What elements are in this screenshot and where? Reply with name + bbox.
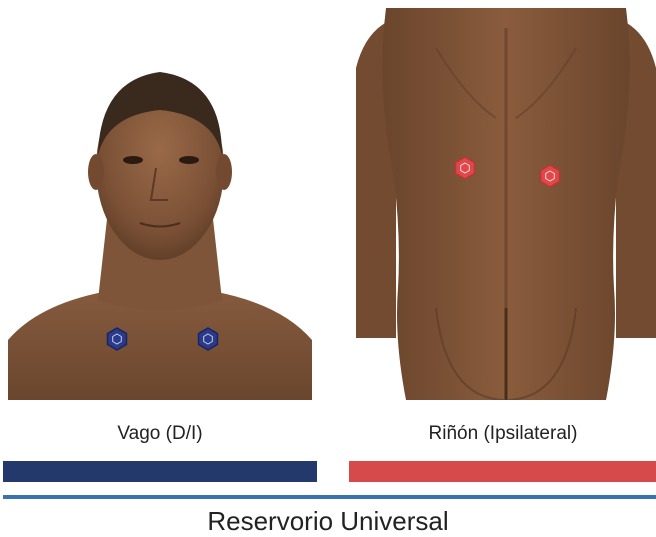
footer-title: Reservorio Universal	[0, 506, 656, 537]
vagus-color-bar	[3, 461, 317, 482]
vagus-point-right	[108, 328, 127, 350]
section-divider	[3, 495, 656, 499]
front-head-figure	[8, 60, 312, 400]
kidney-point-left	[456, 157, 475, 179]
kidney-caption: Riñón (Ipsilateral)	[350, 423, 656, 445]
vagus-caption: Vago (D/I)	[8, 423, 312, 445]
back-torso-illustration	[356, 8, 656, 400]
kidney-point-right	[541, 165, 560, 187]
vagus-point-left	[199, 328, 218, 350]
front-head-illustration	[8, 60, 312, 400]
back-torso-figure	[356, 8, 656, 400]
kidney-color-bar	[349, 461, 656, 482]
